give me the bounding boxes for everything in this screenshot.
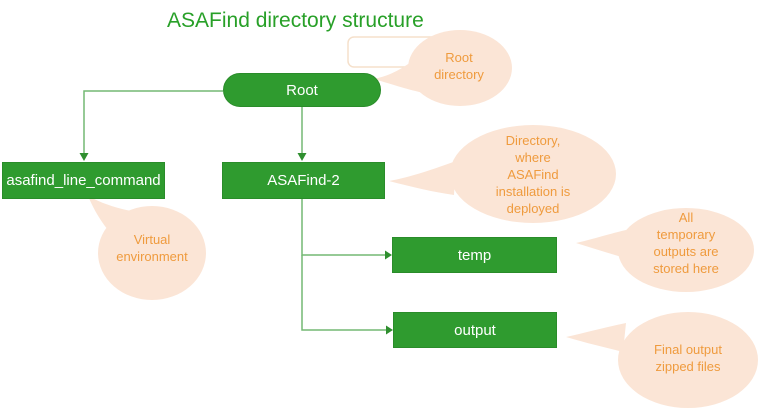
callout-virtual-environment-text: Virtual environment [116, 232, 188, 264]
node-asafind-line-command: asafind_line_command [2, 162, 165, 199]
callout-temp-outputs-text: All temporary outputs are stored here [653, 210, 719, 276]
diagram-title: ASAFind directory structure [167, 9, 424, 32]
connector-asafind-2-to-output [301, 255, 393, 335]
node-asafind-2: ASAFind-2 [222, 162, 385, 199]
connector-root-to-asafind-line-command [79, 90, 223, 161]
node-root: Root [223, 73, 381, 107]
node-temp: temp [392, 237, 557, 273]
callout-final-output [566, 312, 758, 408]
callout-root-directory [374, 30, 512, 106]
node-asafind-line-command-label: asafind_line_command [6, 172, 161, 189]
node-root-label: Root [286, 81, 318, 99]
node-asafind-2-label: ASAFind-2 [267, 172, 340, 189]
callout-final-output-text: Final output zipped files [654, 342, 722, 374]
node-output-label: output [454, 321, 496, 339]
callout-installation-deployed [389, 125, 616, 223]
connector-root-to-asafind-2 [297, 106, 307, 161]
connector-asafind-2-to-temp [301, 199, 392, 260]
callout-installation-deployed-text: Directory, where ASAFind installation is… [495, 133, 571, 216]
callout-virtual-environment [88, 196, 206, 300]
callout-root-directory-text: Root directory [434, 50, 484, 82]
node-output: output [393, 312, 557, 348]
callout-temp-outputs [576, 208, 754, 292]
node-temp-label: temp [457, 246, 492, 264]
